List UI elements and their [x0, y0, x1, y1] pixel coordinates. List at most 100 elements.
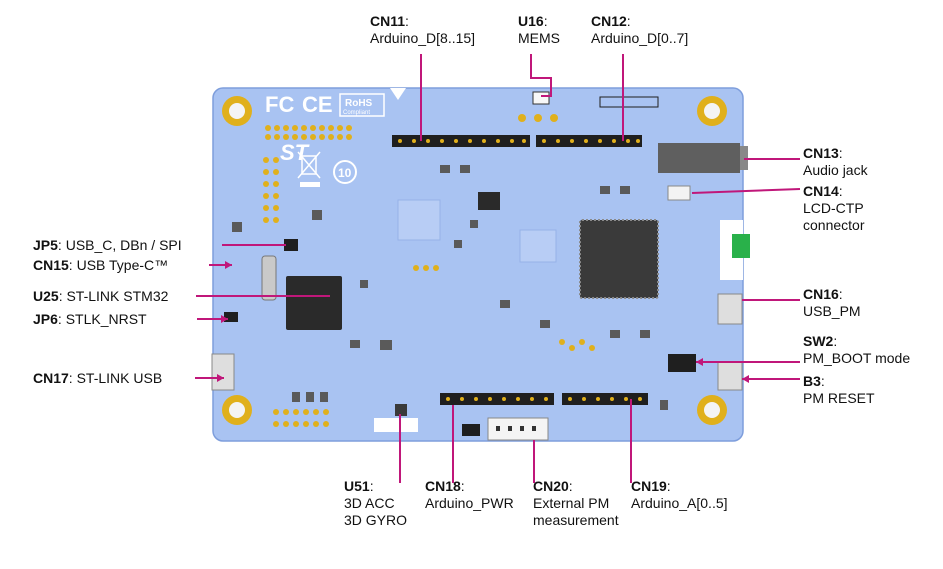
callout-cn19: CN19: Arduino_A[0..5]: [631, 478, 728, 511]
callout-desc: ST-LINK USB: [76, 370, 163, 386]
arrowhead-cn15: [225, 261, 232, 269]
arrowhead-cn17: [217, 374, 224, 382]
header-cn11: [392, 135, 530, 147]
callout-desc: Audio jack: [803, 162, 868, 178]
leader-arrowheads: [217, 261, 749, 383]
pad-row-bottom: [273, 409, 329, 427]
callout-ref: SW2: [803, 333, 834, 349]
callout-jp5: JP5: USB_C, DBn / SPI: [33, 237, 182, 253]
callout-ref: U51: [344, 478, 370, 494]
callout-desc: MEMS: [518, 30, 560, 46]
callout-desc: STLK_NRST: [65, 311, 147, 327]
callout-ref: CN17: [33, 370, 69, 386]
callout-ref: CN20: [533, 478, 569, 494]
callout-desc: connector: [803, 217, 865, 233]
header-cn12: [536, 135, 642, 147]
callout-ref: CN13: [803, 145, 839, 161]
callout-ref: JP5: [33, 237, 58, 253]
usb-pm-connector: [717, 293, 743, 325]
callout-ref: JP6: [33, 311, 58, 327]
rohs-mark: RoHS: [345, 98, 373, 109]
chip-u22: [579, 219, 659, 299]
callout-ref: B3: [803, 373, 821, 389]
callout-desc: External PM: [533, 495, 610, 511]
callout-sw2: SW2: PM_BOOT mode: [803, 333, 911, 366]
callout-cn11: CN11: Arduino_D[8..15]: [370, 13, 476, 46]
header-top-right: [599, 96, 659, 108]
arrowhead-b3: [742, 375, 749, 383]
header-cn19: [562, 393, 648, 405]
u16-mems: [532, 91, 550, 105]
callout-desc: USB_PM: [803, 303, 861, 319]
callout-u51: U51: 3D ACC 3D GYRO: [344, 478, 408, 528]
chip-u25: [286, 276, 342, 330]
pad-row: [265, 125, 352, 140]
rohs-sub-mark: Compliant: [343, 110, 370, 116]
test-points: [413, 114, 595, 351]
small-parts: [232, 165, 668, 410]
callout-desc: measurement: [533, 512, 619, 528]
callout-cn12: CN12: Arduino_D[0..7]: [591, 13, 689, 46]
callout-desc: PM RESET: [803, 390, 875, 406]
pm-reset-button: [717, 361, 743, 391]
mounting-hole: [697, 395, 727, 425]
weee-icon: [297, 151, 321, 179]
jumper-jp6: [224, 312, 238, 322]
callout-cn14: CN14: LCD-CTP connector: [803, 183, 865, 233]
mounting-hole: [697, 96, 727, 126]
callout-cn16: CN16: USB_PM: [803, 286, 861, 319]
callout-ref: CN12: [591, 13, 627, 29]
callout-desc: Arduino_PWR: [425, 495, 514, 511]
connector-cn20: [487, 417, 549, 441]
callout-desc: 3D ACC: [344, 495, 395, 511]
green-tab: [732, 234, 750, 258]
leader-cn14: [691, 188, 801, 194]
callout-desc: Arduino_A[0..5]: [631, 495, 728, 511]
callout-cn20: CN20: External PM measurement: [533, 478, 619, 528]
ce-mark: CE: [302, 92, 333, 117]
callout-u16: U16: MEMS: [518, 13, 560, 46]
callout-b3: B3: PM RESET: [803, 373, 875, 406]
callout-cn13: CN13: Audio jack: [803, 145, 868, 178]
callout-u25: U25: ST-LINK STM32: [33, 288, 169, 304]
callout-desc: LCD-CTP: [803, 200, 864, 216]
callout-ref: U16: [518, 13, 544, 29]
usb-c-connector: [261, 255, 277, 301]
callout-desc: USB_C, DBn / SPI: [65, 237, 182, 253]
callout-ref: CN15: [33, 257, 69, 273]
callout-desc: Arduino_D[8..15]: [370, 30, 476, 46]
u51-sensor: [395, 404, 407, 416]
callout-ref: CN19: [631, 478, 667, 494]
callout-cn18: CN18: Arduino_PWR: [425, 478, 514, 511]
callout-cn15: CN15: USB Type-C™: [33, 257, 169, 273]
callout-desc: USB Type-C™: [76, 257, 169, 273]
callout-desc: ST-LINK STM32: [66, 288, 169, 304]
callout-ref: CN11: [370, 13, 406, 29]
arrowhead-sw2: [696, 358, 703, 366]
arrowhead-jp6: [221, 315, 228, 323]
pm-boot-switch: [668, 354, 696, 372]
fc-mark: FC: [265, 92, 294, 117]
callout-ref: CN14: [803, 183, 839, 199]
callout-jp6: JP6: STLK_NRST: [33, 311, 147, 327]
callout-ref: U25: [33, 288, 59, 304]
callout-desc: 3D GYRO: [344, 512, 408, 528]
lcd-connector: [667, 185, 691, 201]
mounting-hole: [222, 395, 252, 425]
callout-desc: Arduino_D[0..7]: [591, 30, 689, 46]
leader-u16: [530, 54, 552, 97]
callout-ref: CN18: [425, 478, 461, 494]
st-link-usb-connector: [211, 353, 235, 391]
jumper-jp5: [284, 239, 298, 251]
callout-cn17: CN17: ST-LINK USB: [33, 370, 163, 386]
chip-small: [478, 192, 500, 210]
pad-column: [263, 157, 279, 223]
mounting-hole: [222, 96, 252, 126]
header-cn18: [440, 393, 554, 405]
callout-ref: CN16: [803, 286, 839, 302]
audio-jack: [658, 143, 740, 173]
ten-mark: 10: [338, 166, 352, 180]
callout-desc: PM_BOOT mode: [803, 350, 911, 366]
